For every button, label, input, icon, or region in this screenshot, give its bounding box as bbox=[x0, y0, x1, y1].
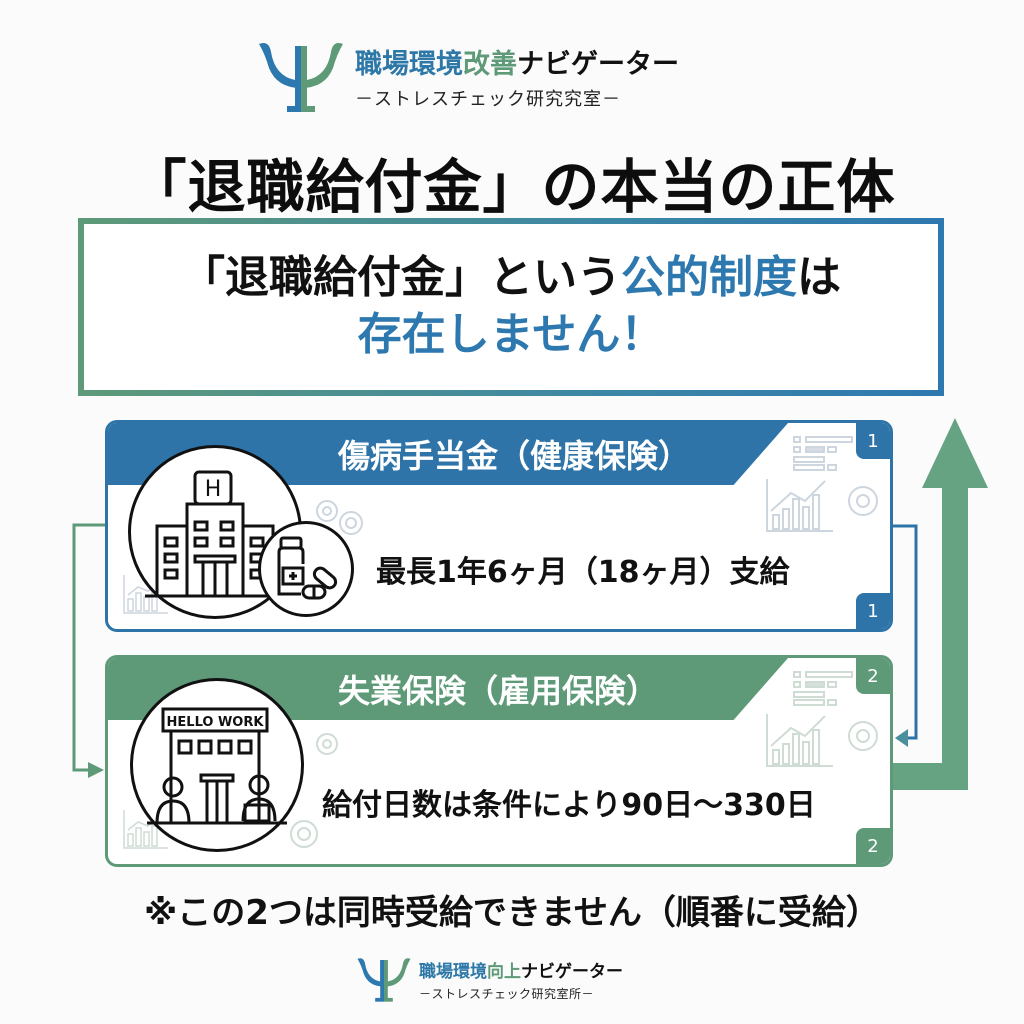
card-1-number-bottom: 1 bbox=[856, 593, 890, 629]
footer-brand-name-blue: 職場環境 bbox=[419, 961, 487, 982]
hero-line-1: 「退職給付金」という公的制度は bbox=[181, 252, 841, 305]
card-1-title: 傷病手当金（健康保険） bbox=[338, 437, 691, 475]
footer-brand-name: 職場環境向上ナビゲーター bbox=[419, 957, 623, 982]
brand-subtitle: －ストレスチェック研究究室－ bbox=[355, 88, 621, 110]
growth-chart-icon bbox=[766, 479, 878, 532]
benefit-card-2: 失業保険（雇用保険） 2 2 bbox=[105, 655, 893, 867]
hello-work-icon-circle: HELLO WORK bbox=[130, 678, 304, 852]
svg-text:H: H bbox=[205, 477, 222, 502]
hero-text-highlight: 公的制度 bbox=[621, 252, 797, 304]
card-2-number-bottom: 2 bbox=[856, 828, 890, 864]
card-1-number-top: 1 bbox=[856, 423, 890, 459]
footer-brand-name-black: ナビゲーター bbox=[521, 961, 623, 982]
hero-line-2: 存在しません！ bbox=[357, 309, 665, 360]
header-logo: 職場環境改善ナビゲーター －ストレスチェック研究究室－ bbox=[255, 38, 679, 114]
page-title: 「退職給付金」の本当の正体 bbox=[128, 153, 896, 221]
hospital-icon: H bbox=[145, 470, 285, 598]
card-2-number-top: 2 bbox=[856, 658, 890, 694]
hero-text-end: は bbox=[797, 252, 841, 304]
gear-icon bbox=[316, 733, 338, 755]
big-up-arrow-icon bbox=[893, 418, 988, 790]
footnote: ※この2つは同時受給できません（順番に受給） bbox=[144, 893, 880, 933]
footer-brand-subtitle: －ストレスチェック研究室所－ bbox=[419, 986, 595, 1001]
hero-box: 「退職給付金」という公的制度は 存在しません！ bbox=[78, 218, 944, 396]
footer-brand-name-green: 向上 bbox=[487, 961, 521, 982]
left-connector-arrowhead bbox=[88, 762, 104, 778]
benefit-card-1: 傷病手当金（健康保険） 1 1 bbox=[105, 420, 893, 632]
card-1-description: 最長1年6ヶ月（18ヶ月）支給 bbox=[376, 555, 790, 590]
card-2-header-band: 失業保険（雇用保険） bbox=[108, 658, 788, 720]
hero-text-black: 「退職給付金」という bbox=[181, 252, 621, 304]
brand-name-green: 改善 bbox=[463, 48, 517, 80]
hello-work-office-icon: HELLO WORK bbox=[147, 707, 287, 825]
psi-icon bbox=[357, 958, 411, 1002]
hello-work-sign: HELLO WORK bbox=[167, 715, 265, 730]
gears-icon bbox=[316, 500, 363, 535]
brand-name-blue: 職場環境 bbox=[355, 48, 463, 80]
small-bar-chart-icon bbox=[123, 810, 168, 849]
footer-logo: 職場環境向上ナビゲーター －ストレスチェック研究室所－ bbox=[355, 955, 623, 1003]
medicine-icon-circle bbox=[258, 521, 354, 617]
brand-name: 職場環境改善ナビゲーター bbox=[355, 42, 679, 81]
left-connector-line bbox=[72, 523, 105, 772]
right-connector-arrowhead bbox=[895, 729, 908, 747]
brand-name-black: ナビゲーター bbox=[517, 48, 679, 80]
medicine-bottle-icon bbox=[277, 536, 338, 600]
psi-icon bbox=[259, 43, 343, 112]
growth-chart-icon bbox=[766, 714, 878, 767]
card-2-description: 給付日数は条件により90日〜330日 bbox=[322, 788, 816, 823]
gear-icon bbox=[290, 820, 318, 848]
card-2-title: 失業保険（雇用保険） bbox=[338, 672, 659, 710]
right-connector-line bbox=[893, 524, 918, 740]
list-lines-icon bbox=[793, 671, 853, 706]
list-lines-icon bbox=[793, 436, 853, 471]
